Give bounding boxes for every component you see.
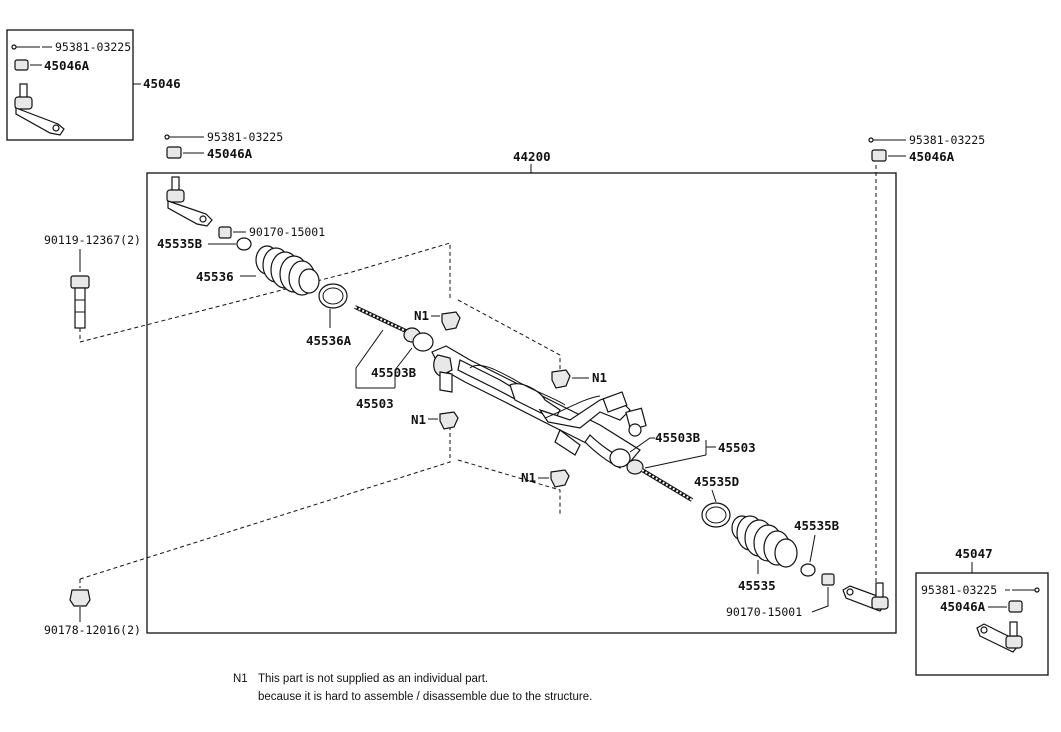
ball-joint-icon-right [609,448,631,468]
label-clamp-b-left: 45535B [157,236,203,251]
castle-nut-icon-box-right [1008,600,1023,613]
n1-marker-bottom: N1 [521,469,570,488]
label-right-nut: 45046A [909,149,955,164]
n1-marker-mid-right: N1 [551,369,607,389]
tie-rod-end-icon [14,83,65,136]
kit-box-left [6,29,134,141]
label-nut-left-bottom: 90178-12016(2) [44,623,141,637]
clip-icon-left [218,226,232,239]
footnote: N1 This part is not supplied as an indiv… [233,673,592,703]
boot-right: 45535 [731,515,798,593]
bracket-nut-icon-top [441,311,461,331]
label-clamp-d-right: 45535D [694,474,739,489]
label-assembly-45047: 45047 [955,546,993,561]
tie-rod-end-left-kit: 95381-03225 45046A 45046 [6,29,181,141]
label-main-assembly: 44200 [513,149,551,164]
label-right-pin: 95381-03225 [909,133,985,147]
n1-marker-mid-left: N1 [411,411,459,430]
inner-rod-left: 45503B 45503 [354,305,434,411]
label-clamp-a-left: 45536A [306,333,352,348]
tie-rod-end-right [842,582,889,612]
label-assembly-45046: 45046 [143,76,181,91]
kit-box-right [915,572,1049,676]
clamp-b-right: 45535B [794,518,840,577]
label-n1-mid-right: N1 [592,370,607,385]
footnote-line-1: This part is not supplied as an individu… [258,673,488,685]
bracket-nut-icon-mid [551,369,571,389]
tie-rod-end-right-kit: 45047 95381-03225 45046A [915,546,1049,676]
bolt-left-group: 90119-12367(2) [44,233,141,342]
label-pin-bottom-right: 95381-03225 [921,583,997,597]
tie-rod-end-icon-box-right [976,621,1023,653]
n1-marker-top: N1 [414,308,461,331]
label-nut-top-left: 45046A [44,58,90,73]
bellows-boot-icon-right [731,515,798,568]
label-rod-right: 45503 [718,440,756,455]
clamp-d-right: 45535D [694,474,739,528]
clip-left: 90170-15001 [218,225,325,239]
label-pin-top-left: 95381-03225 [55,40,131,54]
label-n1-top: N1 [414,308,429,323]
main-assembly-box [146,172,897,634]
clamp-icon-left [236,237,252,251]
label-n1-mid-left: N1 [411,412,426,427]
dashed-guides [79,165,877,586]
inner-rod-right: 45503B 45503 [609,430,756,502]
label-clip-right: 90170-15001 [726,605,802,619]
left-pin-nut-group: 95381-03225 45046A [164,130,283,161]
steering-rack-housing [431,345,647,469]
castle-nut-icon [14,59,29,71]
clip-icon-right [821,573,835,586]
boot-left: 45536 [196,245,320,296]
label-bolt-left: 90119-12367(2) [44,233,141,247]
label-nut-bottom-right: 45046A [940,599,986,614]
nut-left-bottom-group: 90178-12016(2) [44,579,141,637]
castle-nut-icon-left [166,146,182,159]
hex-nut-icon [69,589,91,607]
clamp-icon-right [800,563,816,577]
label-clip-left: 90170-15001 [249,225,325,239]
bolt-icon [70,275,90,329]
label-rod-left: 45503 [356,396,394,411]
label-boot-left: 45536 [196,269,234,284]
label-rod-b-right: 45503B [655,430,701,445]
label-rod-b-left: 45503B [371,365,417,380]
clip-right: 90170-15001 [726,573,835,619]
label-n1-bottom: N1 [521,470,536,485]
bracket-nut-icon-bottom [550,469,570,488]
castle-nut-icon-right [871,149,887,162]
ball-joint-icon-left [412,332,434,352]
bellows-boot-icon-left [255,245,320,296]
label-left-nut: 45046A [207,146,253,161]
footnote-key: N1 [233,673,248,685]
bracket-nut-icon-left [439,411,459,430]
clamp-a-left: 45536A [306,283,352,348]
cotter-pin-head-icon [11,44,17,50]
tie-rod-end-left [166,176,213,227]
label-left-pin: 95381-03225 [207,130,283,144]
clamp-b-left: 45535B [157,236,252,251]
label-clamp-b-right: 45535B [794,518,840,533]
right-pin-nut-group: 95381-03225 45046A [868,133,985,164]
label-boot-right: 45535 [738,578,776,593]
footnote-line-2: because it is hard to assemble / disasse… [258,691,592,703]
